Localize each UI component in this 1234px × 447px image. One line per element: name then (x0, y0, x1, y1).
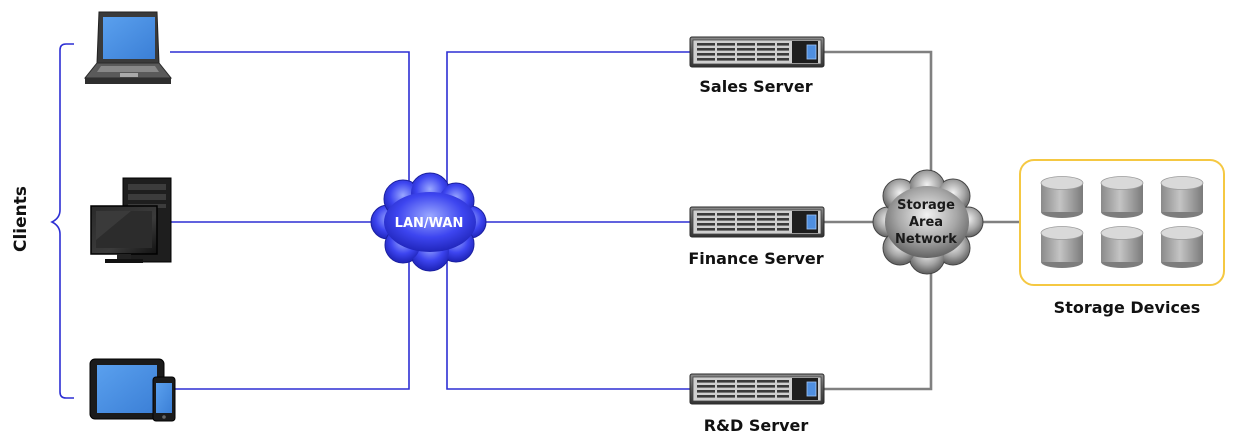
disk-cylinder-icon (1160, 176, 1204, 219)
clients-bracket (50, 43, 74, 399)
server-rack-icon (689, 373, 825, 405)
server-rack-icon (689, 206, 825, 238)
disk-cylinder-icon (1100, 226, 1144, 269)
san-label-line-3: Network (895, 232, 957, 247)
disk-cylinder-icon (1040, 176, 1084, 219)
sales-server-label: Sales Server (699, 77, 812, 96)
lan-wan-cloud: LAN/WAN (370, 172, 487, 272)
sales-server: Sales Server (689, 36, 825, 96)
storage-devices-label: Storage Devices (1054, 298, 1201, 317)
disk-cylinder-icon (1160, 226, 1204, 269)
disk-cylinder-icon (1100, 176, 1144, 219)
disk-cylinder-icon (1040, 226, 1084, 269)
link-laptop-lan (170, 51, 410, 200)
lan-wan-label: LAN/WAN (395, 216, 464, 231)
tablet-phone-icon (89, 358, 176, 422)
link-lan-sales (446, 51, 690, 200)
clients-label: Clients (11, 186, 31, 252)
link-rd-san (824, 252, 933, 391)
desktop-computer-icon (90, 177, 172, 263)
laptop-icon (83, 11, 173, 84)
san-label-line-1: Storage (897, 198, 955, 213)
link-sales-san (824, 50, 933, 198)
link-lan-rd (446, 250, 690, 390)
storage-area-network-cloud: Storage Area Network (872, 169, 984, 275)
storage-devices: Storage Devices (1019, 159, 1225, 317)
rd-server-label: R&D Server (704, 416, 809, 435)
san-label-line-2: Area (909, 215, 943, 230)
finance-server: Finance Server (688, 206, 825, 268)
rd-server: R&D Server (689, 373, 825, 435)
link-tablet-lan (168, 250, 410, 390)
finance-server-label: Finance Server (688, 249, 823, 268)
server-rack-icon (689, 36, 825, 68)
